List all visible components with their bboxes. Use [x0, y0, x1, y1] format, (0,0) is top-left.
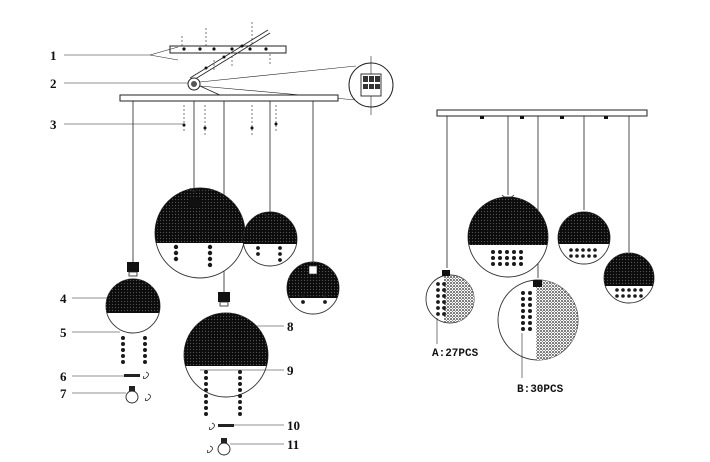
callout-10: 10	[287, 418, 300, 433]
callout-8: 8	[287, 319, 294, 334]
bead-strings-9	[204, 370, 242, 416]
pendant-cords-right	[446, 116, 630, 278]
callout-2: 2	[50, 76, 57, 91]
ceiling-plate-right	[436, 109, 648, 117]
callout-9: 9	[287, 363, 294, 378]
shade-small-3	[286, 261, 340, 315]
shade-small-r3	[603, 252, 655, 304]
callout-7: 7	[60, 386, 67, 401]
lamp-socket-4	[127, 262, 139, 277]
shade-large-8	[183, 312, 269, 398]
shade-small-4	[105, 278, 161, 334]
shade-a	[425, 270, 475, 344]
callout-5: 5	[60, 325, 67, 340]
ceiling-plate-left	[119, 94, 339, 102]
terminal-block	[187, 56, 394, 115]
shade-small-r2	[557, 211, 611, 265]
lamp-socket-8	[218, 292, 230, 307]
caption-a: A:27PCS	[432, 348, 479, 360]
retaining-ring-6	[124, 371, 149, 380]
caption-b: B:30PCS	[517, 384, 564, 396]
plate-marks	[480, 116, 608, 119]
bulb-7	[125, 386, 151, 404]
bulb-11	[206, 438, 231, 456]
mounting-bracket	[169, 22, 287, 82]
callout-11: 11	[287, 437, 299, 452]
leader-lines	[64, 46, 284, 445]
retaining-ring-10	[208, 422, 234, 431]
shade-large-1	[154, 187, 246, 279]
callout-1: 1	[50, 48, 57, 63]
callout-3: 3	[50, 117, 57, 132]
shade-b	[497, 279, 579, 378]
bead-strings-5	[121, 336, 147, 364]
callout-6: 6	[60, 369, 67, 384]
callout-4: 4	[60, 291, 67, 306]
screws	[182, 105, 278, 135]
shade-large-r1	[467, 194, 549, 278]
shade-small-2	[242, 211, 298, 267]
